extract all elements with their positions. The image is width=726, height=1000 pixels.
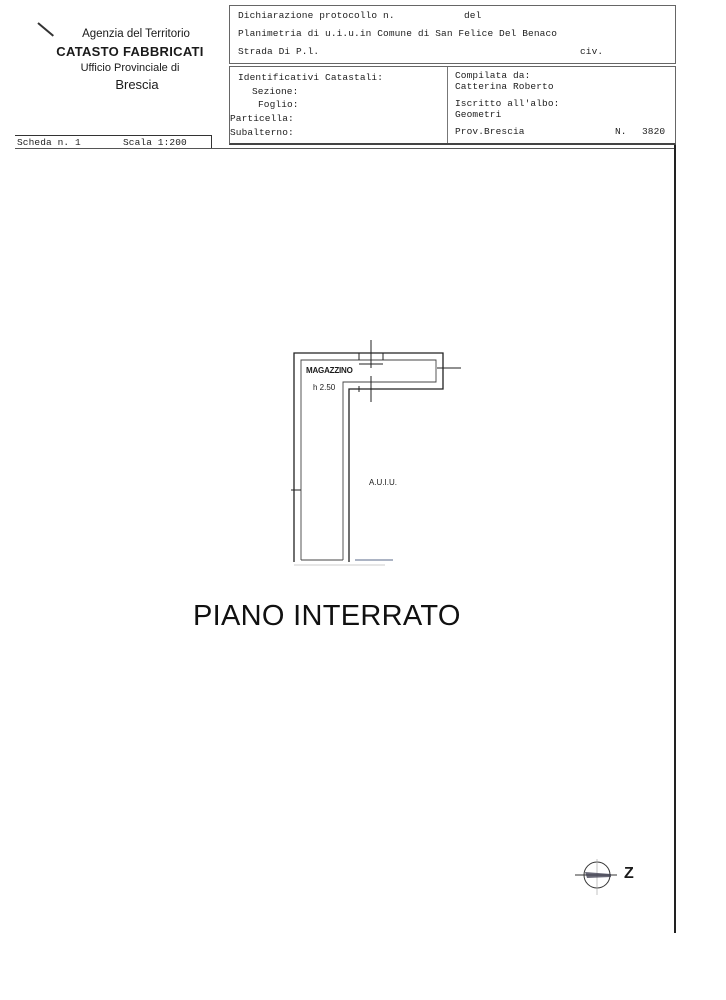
particella-label: Particella: <box>230 113 294 124</box>
protocol-label: Dichiarazione protocollo n. <box>238 10 395 21</box>
subalterno-label: Subalterno: <box>230 127 294 138</box>
planimetry-text: Planimetria di u.i.u.in Comune di San Fe… <box>238 28 558 39</box>
street-text: Strada Di P.l. <box>238 46 320 57</box>
frame-right-line <box>674 145 676 933</box>
sezione-label: Sezione: <box>252 86 299 97</box>
north-label: Z <box>624 865 634 882</box>
floor-plan <box>291 340 461 566</box>
agency-block: Agenzia del Territorio CATASTO FABBRICAT… <box>40 28 220 92</box>
office-city: Brescia <box>115 77 159 92</box>
room-name: MAGAZZINO <box>306 366 353 375</box>
north-indicator: Z <box>573 855 643 905</box>
province-label: Prov.Brescia <box>455 126 525 137</box>
registered-value: Geometri <box>455 109 502 120</box>
scala-label: Scala 1:200 <box>123 137 187 148</box>
frame-top-line <box>15 148 675 149</box>
number-label: N. <box>615 126 627 137</box>
foglio-label: Foglio: <box>258 99 299 110</box>
floor-title: PIANO INTERRATO <box>193 600 461 632</box>
agency-name: Agenzia del Territorio <box>82 28 190 40</box>
compiled-by-name: Catterina Roberto <box>455 81 554 92</box>
scheda-label: Scheda n. 1 <box>17 137 81 148</box>
compiled-by-label: Compilata da: <box>455 70 531 81</box>
identifiers-title: Identificativi Catastali: <box>238 72 384 83</box>
box-divider <box>447 67 448 143</box>
sheet-strip: Scheda n. 1 Scala 1:200 <box>15 135 212 149</box>
office-label: Ufficio Provinciale di <box>80 62 180 74</box>
adjacent-unit-label: A.U.I.U. <box>369 478 398 487</box>
registered-label: Iscritto all'albo: <box>455 98 560 109</box>
number-value: 3820 <box>642 126 666 137</box>
declaration-box: Dichiarazione protocollo n. del Planimet… <box>229 5 676 64</box>
compass-icon <box>575 859 617 895</box>
date-label: del <box>464 10 482 21</box>
catasto-title: CATASTO FABBRICATI <box>56 44 204 59</box>
identifiers-box: Identificativi Catastali: Sezione: Fogli… <box>229 66 676 145</box>
civic-label: civ. <box>580 46 604 57</box>
room-height: h 2.50 <box>313 383 336 392</box>
